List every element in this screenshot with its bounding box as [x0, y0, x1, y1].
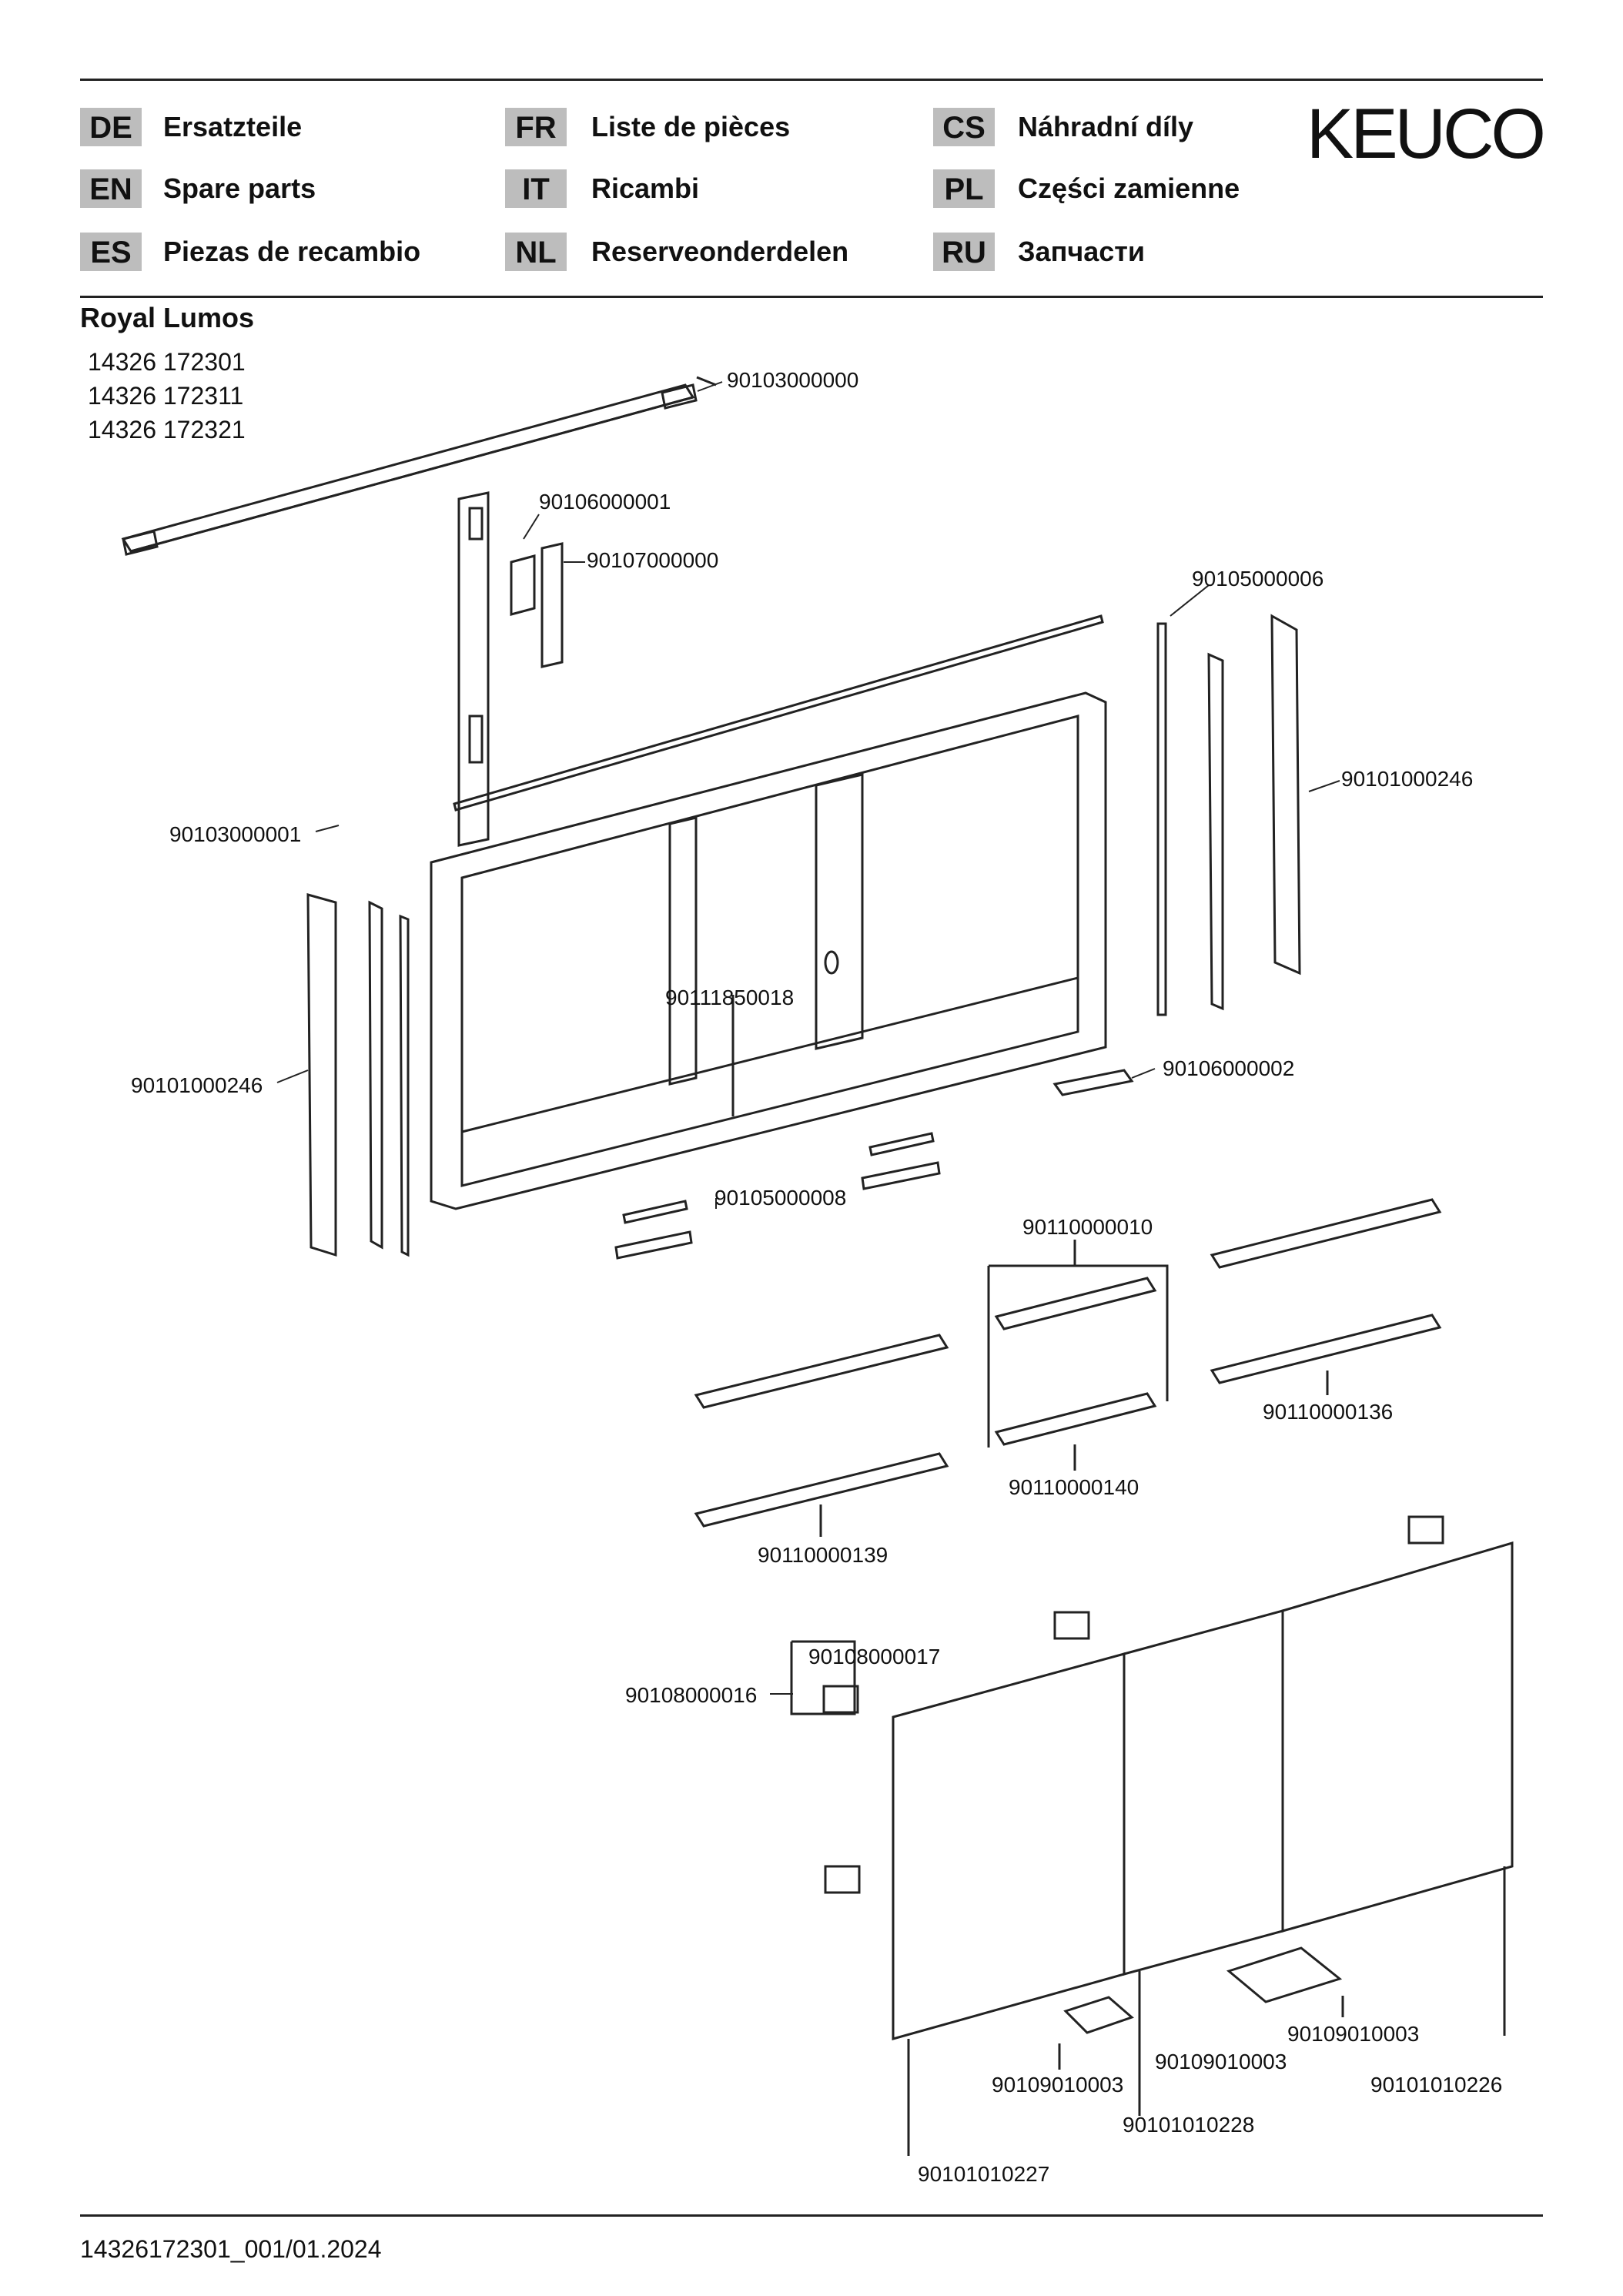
part-number-body: 90111850018 [665, 986, 795, 1009]
article-number: 14326 172301 [88, 348, 246, 376]
lang-label-en: Spare parts [163, 172, 316, 204]
lang-code-pl: PL [933, 169, 995, 208]
lang-code-cs: CS [933, 108, 995, 146]
hinges-drawing [790, 1515, 1444, 1894]
part-number-electronics: 90106000001 [539, 490, 671, 514]
lang-label-fr: Liste de pièces [591, 111, 791, 142]
lang-label-pl: Części zamienne [1018, 172, 1240, 204]
product-name: Royal Lumos [80, 302, 255, 333]
light-bar-drawing [1052, 1069, 1134, 1096]
lang-label-de: Ersatzteile [163, 111, 303, 142]
shelves-drawing [694, 1198, 1442, 1537]
part-number-light-bar: 90106000002 [1163, 1056, 1295, 1080]
part-number-top-rail: 90103000000 [727, 368, 859, 392]
part-number-side-panel-right: 90101000246 [1341, 767, 1474, 791]
electronics-drawing [457, 491, 564, 847]
doors-drawing [892, 1541, 1514, 2156]
part-number-catch-mid: 90109010003 [1155, 2050, 1287, 2073]
lang-label-es: Piezas de recambio [163, 236, 421, 267]
part-number-side-panel-left: 90101000246 [131, 1073, 263, 1097]
lang-code-es: ES [80, 233, 142, 271]
top-profile-drawing [453, 614, 1104, 812]
lang-label-cs: Náhradní díly [1018, 111, 1194, 142]
part-number-clips: 90105000008 [714, 1186, 847, 1210]
part-number-door-mid: 90101010228 [1123, 2113, 1255, 2137]
part-number-bracket: 90103000001 [169, 822, 302, 846]
left-side-panels-drawing [306, 893, 410, 1257]
part-number-shelf-mid: 90110000140 [1009, 1475, 1139, 1499]
top-rail-drawing [121, 376, 717, 556]
part-number-catch-right: 90109010003 [1287, 2022, 1420, 2046]
lang-code-it: IT [505, 169, 567, 208]
part-number-shelf-left: 90110000139 [758, 1543, 888, 1567]
lang-code-de: DE [80, 108, 142, 146]
part-number-door-left: 90101010227 [918, 2162, 1050, 2186]
right-profiles-drawing [1156, 614, 1301, 1016]
article-number: 14326 172321 [88, 416, 246, 443]
lang-code-en: EN [80, 169, 142, 208]
header-bottom-rule [80, 296, 1543, 298]
lang-label-ru: Запчасти [1018, 236, 1146, 267]
catches-drawing [1058, 1946, 1344, 2070]
part-number-door-right: 90101010226 [1370, 2073, 1503, 2097]
part-number-shelf-set: 90110000010 [1022, 1215, 1153, 1239]
lang-code-ru: RU [933, 233, 995, 271]
part-number-side-profile: 90105000006 [1192, 567, 1324, 591]
leader-lines [276, 381, 1340, 1695]
footer-rule [80, 2214, 1543, 2217]
part-number-hinge-a: 90108000017 [808, 1645, 941, 1668]
clips-drawing [614, 1132, 941, 1260]
brand-logo: KEUCO [1306, 95, 1546, 173]
part-number-shelf-right: 90110000136 [1263, 1400, 1394, 1424]
lang-label-it: Ricambi [591, 172, 700, 204]
part-number-hinge-b: 90108000016 [625, 1683, 758, 1707]
lang-code-nl: NL [505, 233, 567, 271]
lang-code-fr: FR [505, 108, 567, 146]
lang-label-nl: Reserveonderdelen [591, 236, 849, 267]
article-number: 14326 172311 [88, 382, 244, 410]
cabinet-body-drawing [430, 691, 1107, 1210]
document-id: 14326172301_001/01.2024 [80, 2235, 382, 2263]
part-number-catch-left: 90109010003 [992, 2073, 1124, 2097]
top-rule [80, 79, 1543, 81]
part-number-driver: 90107000000 [587, 548, 719, 572]
